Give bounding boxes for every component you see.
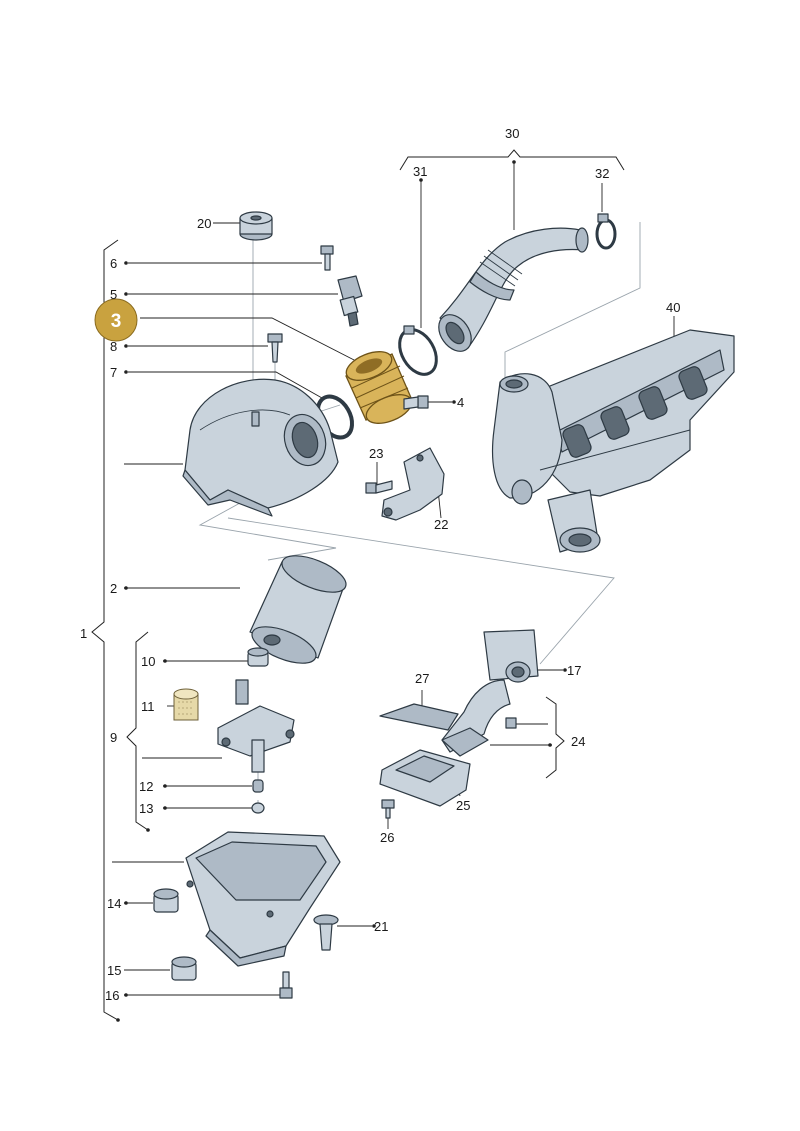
filter-housing-lower [185,831,341,967]
callout-1: 1 [80,626,87,641]
hose-clamp-32 [595,213,617,250]
clip-21 [313,914,339,951]
callout-8: 8 [110,339,117,354]
callout-15: 15 [107,963,121,978]
filter-housing-upper [182,378,339,517]
callout-26: 26 [380,830,394,845]
callout-11: 11 [141,699,155,714]
callout-10: 10 [141,654,155,669]
rubber-buffer-20 [239,211,273,241]
grommet-10 [247,647,269,667]
foam-insert-11 [173,688,199,721]
highlight-badge: 3 [94,298,138,342]
callout-labels: 1 2 4 5 6 7 8 9 10 11 12 13 14 15 16 17 … [80,126,680,1003]
callout-20: 20 [197,216,211,231]
sensor-5 [337,275,363,327]
callout-27: 27 [415,671,429,686]
bracket-25 [379,749,471,807]
screw-26 [381,799,395,819]
callout-30: 30 [505,126,519,141]
screw-6 [320,245,334,271]
callout-7: 7 [110,365,117,380]
screw-24 [505,717,517,729]
spring-12 [252,779,264,793]
brace-group-24 [545,696,565,779]
callout-12: 12 [139,779,153,794]
turbocharger-manifold-40 [491,329,735,553]
callout-4: 4 [457,395,464,410]
brace-group-9 [126,631,149,831]
callout-17: 17 [567,663,581,678]
grommet-14 [153,888,179,913]
brace-group-1 [91,239,119,1021]
callout-24: 24 [571,734,585,749]
grommet-15 [171,956,197,981]
callout-5: 5 [110,287,117,302]
callout-2: 2 [110,581,117,596]
callout-23: 23 [369,446,383,461]
callout-22: 22 [434,517,448,532]
callout-32: 32 [595,166,609,181]
intake-hose-30 [438,227,589,352]
heat-shield-27 [379,703,459,731]
air-guide-17 [483,629,539,683]
callout-14: 14 [107,896,121,911]
callout-25: 25 [456,798,470,813]
callout-31: 31 [413,164,427,179]
brace-group-30 [399,149,625,171]
callout-9: 9 [110,730,117,745]
callout-40: 40 [666,300,680,315]
air-duct [441,679,511,757]
screw-16 [279,971,293,999]
valve-assembly-9 [217,679,295,773]
screw-8 [267,333,283,363]
seal-13 [251,802,265,814]
bracket-22 [381,447,445,521]
leader-lines [112,160,675,1022]
callout-6: 6 [110,256,117,271]
screw-23 [365,480,393,494]
callout-13: 13 [139,801,153,816]
highlight-badge-number: 3 [111,311,122,332]
screw-4 [403,395,429,410]
hose-clamp-31 [398,325,438,376]
filter-element-2 [249,555,347,664]
callout-16: 16 [105,988,119,1003]
callout-21: 21 [374,919,388,934]
